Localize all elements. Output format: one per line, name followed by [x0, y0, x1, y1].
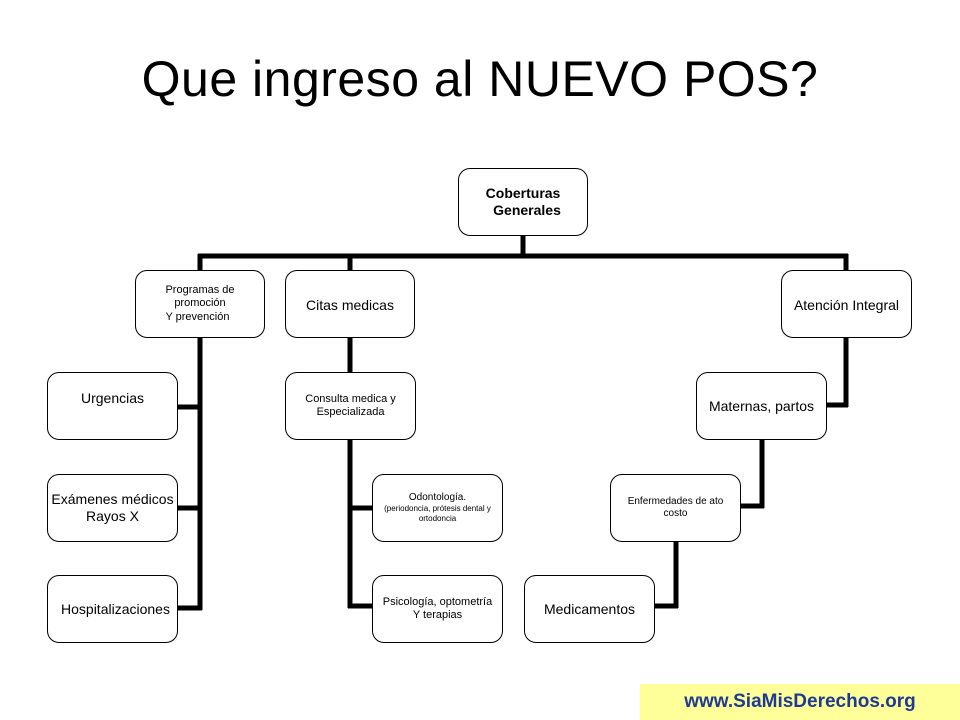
node-label-line: Rayos X	[86, 508, 139, 524]
node-medicamentos: Medicamentos	[524, 575, 655, 643]
node-enfermedades-alto-costo: Enfermedades de ato costo	[610, 474, 741, 542]
node-hospitalizaciones: Hospitalizaciones	[47, 575, 178, 643]
website-link[interactable]: www.SiaMisDerechos.org	[640, 684, 960, 720]
node-label: Urgencias	[80, 390, 145, 406]
node-coberturas-generales: Coberturas Generales	[458, 168, 588, 236]
node-label-line: ortodoncia	[418, 514, 457, 523]
node-maternas-partos: Maternas, partos	[696, 372, 827, 440]
node-label-line: Y prevención	[165, 310, 230, 323]
node-examenes-medicos: Exámenes médicos Rayos X	[47, 474, 178, 542]
node-label-line: Especializada	[316, 406, 385, 418]
node-programas-prevencion: Programas de promoción Y prevención	[135, 270, 265, 338]
node-citas-medicas: Citas medicas	[285, 270, 415, 338]
node-label-line: Coberturas	[485, 185, 561, 202]
node-label: Atención Integral	[793, 297, 900, 313]
node-label: Hospitalizaciones	[61, 600, 170, 617]
node-label-line: Consulta medica y	[305, 392, 396, 405]
node-label-line: Psicología, optometría	[382, 595, 493, 608]
node-atencion-integral: Atención Integral	[781, 270, 912, 338]
node-label-line: promoción	[174, 297, 226, 310]
node-label-line: Y terapias	[412, 609, 463, 621]
node-label: Medicamentos	[543, 600, 636, 617]
node-label-line: Enfermedades de ato	[627, 496, 724, 507]
node-label-line: Exámenes médicos	[51, 491, 174, 508]
node-urgencias: Urgencias	[47, 372, 178, 440]
node-label: Citas medicas	[306, 297, 394, 313]
node-consulta-medica: Consulta medica y Especializada	[285, 372, 416, 440]
node-label-line: Programas de	[165, 284, 235, 297]
node-label-line: (periodoncia, prótesis dental y	[384, 504, 491, 514]
node-odontologia: Odontología. (periodoncia, prótesis dent…	[372, 474, 503, 542]
node-label: Maternas, partos	[708, 397, 815, 414]
page-title: Que ingreso al NUEVO POS?	[141, 51, 819, 107]
node-psicologia: Psicología, optometría Y terapias	[372, 575, 503, 643]
node-label-line: costo	[663, 508, 688, 519]
node-label-line: Odontología.	[408, 492, 467, 504]
node-label-line: Generales	[493, 202, 561, 218]
